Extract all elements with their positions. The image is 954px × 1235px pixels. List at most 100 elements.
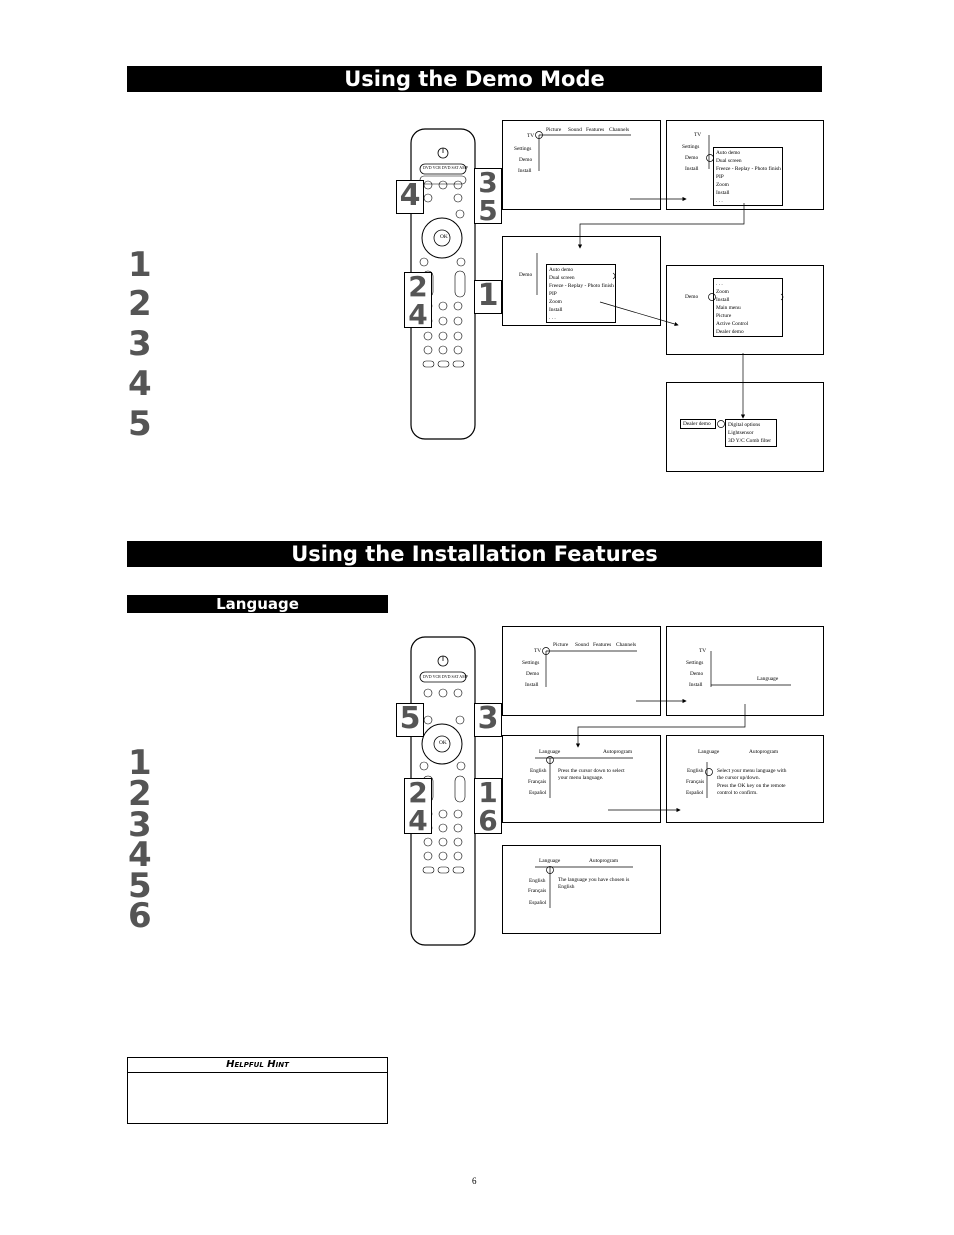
- install-step-number: 1: [128, 743, 152, 783]
- helpful-hint-body: [128, 1073, 387, 1079]
- demo-screen-demo-submenu: TV Settings Demo Install Auto demo Dual …: [666, 120, 824, 210]
- menu-item: TV: [699, 648, 707, 654]
- top-menu-item: Picture: [546, 127, 562, 133]
- submenu-item: Install: [716, 190, 730, 196]
- helpful-hint-title: Helpful Hint: [128, 1058, 387, 1073]
- install-screen-main-menu: TV Picture Sound Features Channels Setti…: [502, 626, 661, 716]
- menu-axes: [717, 420, 725, 428]
- submenu-item: Auto demo: [716, 150, 741, 156]
- submenu-item: Main menu: [716, 305, 741, 311]
- menu-item: Demo: [519, 157, 533, 163]
- menu-axes: [706, 135, 714, 169]
- tv-label: TV: [527, 133, 535, 139]
- demo-step-number: 4: [128, 364, 152, 404]
- top-menu-item: Features: [586, 127, 605, 133]
- menu-item: TV: [694, 132, 702, 138]
- menu-item: Dealer demo: [683, 421, 711, 427]
- instruction-text: Select your menu language with: [717, 768, 787, 774]
- install-step-number: 6: [128, 896, 152, 936]
- language-subtitle: Language: [127, 595, 388, 613]
- instruction-text: Press the cursor down to select: [558, 768, 625, 774]
- language-option: Français: [528, 888, 547, 894]
- demo-screen-demo-list: Demo Auto demo Dual screen Freeze - Repl…: [502, 236, 661, 326]
- submenu-list: . . . Zoom Install Main menu Picture Act…: [713, 278, 783, 337]
- install-screen-language-confirmed: Language Autoprogram English Français Es…: [502, 845, 661, 934]
- demo-screen-scrolled-list: Demo . . . Zoom Install Main menu Pictur…: [666, 265, 824, 355]
- menu-item: Demo: [690, 671, 704, 677]
- install-step-number: 4: [128, 835, 152, 875]
- column-head: Language: [539, 858, 561, 864]
- submenu-item: Zoom: [716, 289, 729, 295]
- top-menu-item: Channels: [616, 642, 637, 648]
- remote-ok-label: OK: [440, 234, 448, 240]
- submenu-item: Picture: [716, 313, 732, 319]
- tv-label: TV: [534, 648, 542, 654]
- submenu-item: Auto demo: [549, 267, 574, 273]
- install-connector-arrows: [575, 698, 746, 813]
- demo-step-number: 5: [128, 404, 152, 444]
- menu-item: Install: [525, 682, 539, 688]
- column-head: Language: [698, 749, 720, 755]
- submenu-item: 3D Y/C Comb filter: [728, 438, 772, 444]
- remote-ok-label: OK: [439, 740, 447, 746]
- submenu-list: Digital options Lightsensor 3D Y/C Comb …: [725, 419, 777, 447]
- menu-axes: [535, 866, 633, 908]
- demo-connector-arrows: [577, 196, 746, 419]
- submenu-item: Dealer demo: [716, 329, 744, 335]
- instruction-text: the cursor up/down.: [717, 775, 760, 781]
- submenu-item: . . .: [716, 198, 723, 204]
- demo-step-number: 1: [128, 245, 152, 285]
- submenu-item: PIP: [549, 291, 557, 297]
- submenu-item: Freeze - Replay - Photo finish: [549, 283, 614, 289]
- callout-right-bottom: 1: [474, 280, 502, 314]
- submenu-item: Digital options: [728, 422, 761, 428]
- demo-step-number: 3: [128, 324, 152, 364]
- demo-screen-main-menu: TV Picture Sound Features Channels Setti…: [502, 120, 661, 210]
- submenu-item: Install: [549, 307, 563, 313]
- language-option: English: [530, 768, 547, 774]
- menu-item: Language: [757, 676, 779, 682]
- column-head: Language: [539, 749, 561, 755]
- install-step-number: 2: [128, 774, 152, 814]
- install-screen-language-prompt: Language Autoprogram English Français Es…: [502, 735, 661, 823]
- submenu-item: Zoom: [549, 299, 562, 305]
- submenu-list: Auto demo Dual screen Freeze - Replay - …: [546, 264, 616, 323]
- instruction-text: The language you have chosen is: [558, 877, 630, 883]
- menu-axes: [710, 651, 791, 687]
- demo-screen-dealer-demo: Dealer demo Digital options Lightsensor …: [666, 382, 824, 472]
- menu-item: Settings: [682, 144, 700, 150]
- menu-item: Demo: [519, 272, 533, 278]
- menu-item: Demo: [685, 294, 699, 300]
- instruction-text: your menu language.: [558, 775, 604, 781]
- language-option: English: [529, 878, 546, 884]
- instruction-text: English: [558, 884, 575, 890]
- submenu-item: Dual screen: [549, 275, 575, 281]
- menu-axes: [705, 762, 713, 798]
- callout-left-top: 5: [396, 703, 424, 737]
- menu-item: Install: [685, 166, 699, 172]
- column-head: Autoprogram: [603, 749, 633, 755]
- callout-left-top: 4: [396, 180, 424, 214]
- language-option: Español: [529, 900, 547, 906]
- dealer-demo-box: Dealer demo: [680, 419, 716, 429]
- page-number: 6: [472, 1176, 477, 1186]
- column-head: Autoprogram: [589, 858, 619, 864]
- menu-axes: [536, 253, 616, 295]
- demo-step-number: 2: [128, 284, 152, 324]
- language-option: Français: [528, 779, 547, 785]
- callout-right-top: 3: [474, 703, 502, 737]
- language-option: English: [687, 768, 704, 774]
- install-screen-language-select: Language Autoprogram English Français Es…: [666, 735, 824, 823]
- menu-axes: [542, 647, 637, 687]
- top-menu-item: Picture: [553, 642, 569, 648]
- install-screen-install-menu: TV Settings Demo Install Language: [666, 626, 824, 716]
- submenu-list: Auto demo Dual screen Freeze - Replay - …: [713, 147, 783, 206]
- demo-section-title: Using the Demo Mode: [127, 66, 822, 92]
- menu-item: Settings: [686, 660, 704, 666]
- menu-axes: [535, 131, 631, 171]
- submenu-item: Lightsensor: [728, 430, 754, 436]
- remote-source-keys: DVD VCR DVD SAT AMP: [423, 674, 468, 679]
